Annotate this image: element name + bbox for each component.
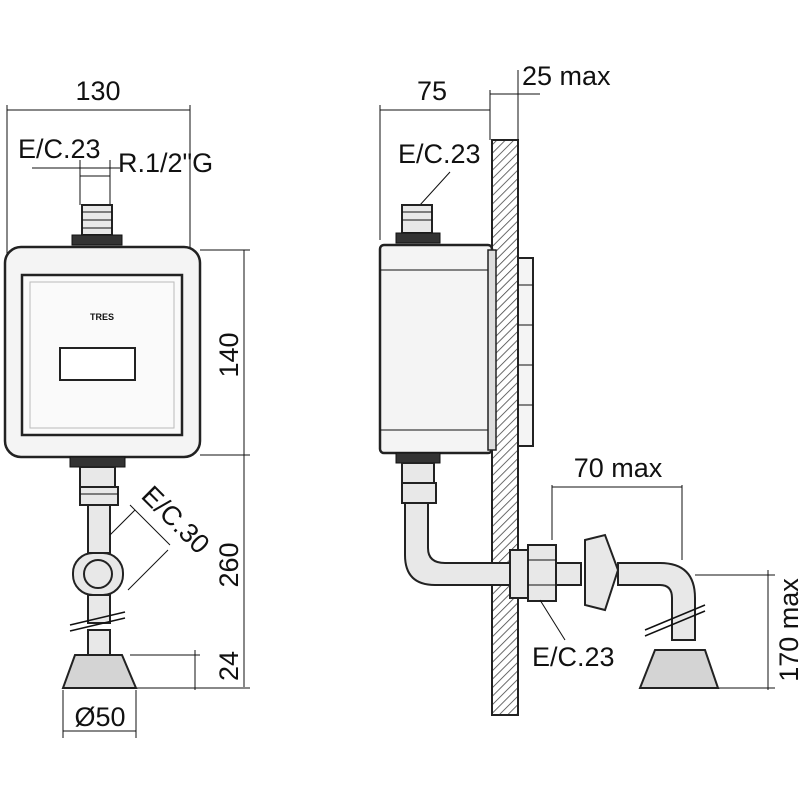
depth-dimension-label: 75	[417, 76, 447, 106]
thread-label: R.1/2"G	[118, 148, 213, 178]
valve-body-side	[378, 243, 534, 455]
valve-body-front: TRES	[3, 245, 202, 459]
pipe-length-dimension-label: 260	[214, 542, 244, 587]
side-view: 75 25 max E/C.23	[378, 61, 800, 716]
side-inlet-fitting	[395, 204, 441, 244]
inlet-fitting	[71, 204, 123, 246]
flange-height-dimension-label: 24	[214, 651, 244, 681]
width-dimension-label: 130	[75, 76, 120, 106]
inlet-key-label: E/C.23	[18, 134, 101, 164]
drop-dimension-label: 170 max	[774, 578, 800, 682]
front-view: 130 E/C.23 R.1/2"G TRES 140	[3, 76, 250, 738]
height-dimension-label: 140	[214, 332, 244, 377]
reach-dimension-label: 70 max	[574, 453, 663, 483]
brand-logo: TRES	[90, 312, 114, 322]
wall-thickness-dimension-label: 25 max	[522, 61, 611, 91]
outlet-key-label: E/C.30	[136, 480, 216, 560]
side-floor-flange	[638, 649, 720, 689]
flange-diameter-label: Ø50	[74, 702, 125, 732]
floor-flange	[61, 654, 138, 689]
rosette	[584, 533, 620, 612]
side-outlet-fitting	[395, 452, 441, 504]
sensor-window	[59, 347, 136, 381]
side-inlet-key-label: E/C.23	[398, 139, 481, 169]
outlet-pipe-front	[61, 504, 138, 689]
outlet-fitting	[69, 456, 126, 506]
side-nut-key-label: E/C.23	[532, 642, 615, 672]
floor-pipe	[617, 562, 696, 641]
